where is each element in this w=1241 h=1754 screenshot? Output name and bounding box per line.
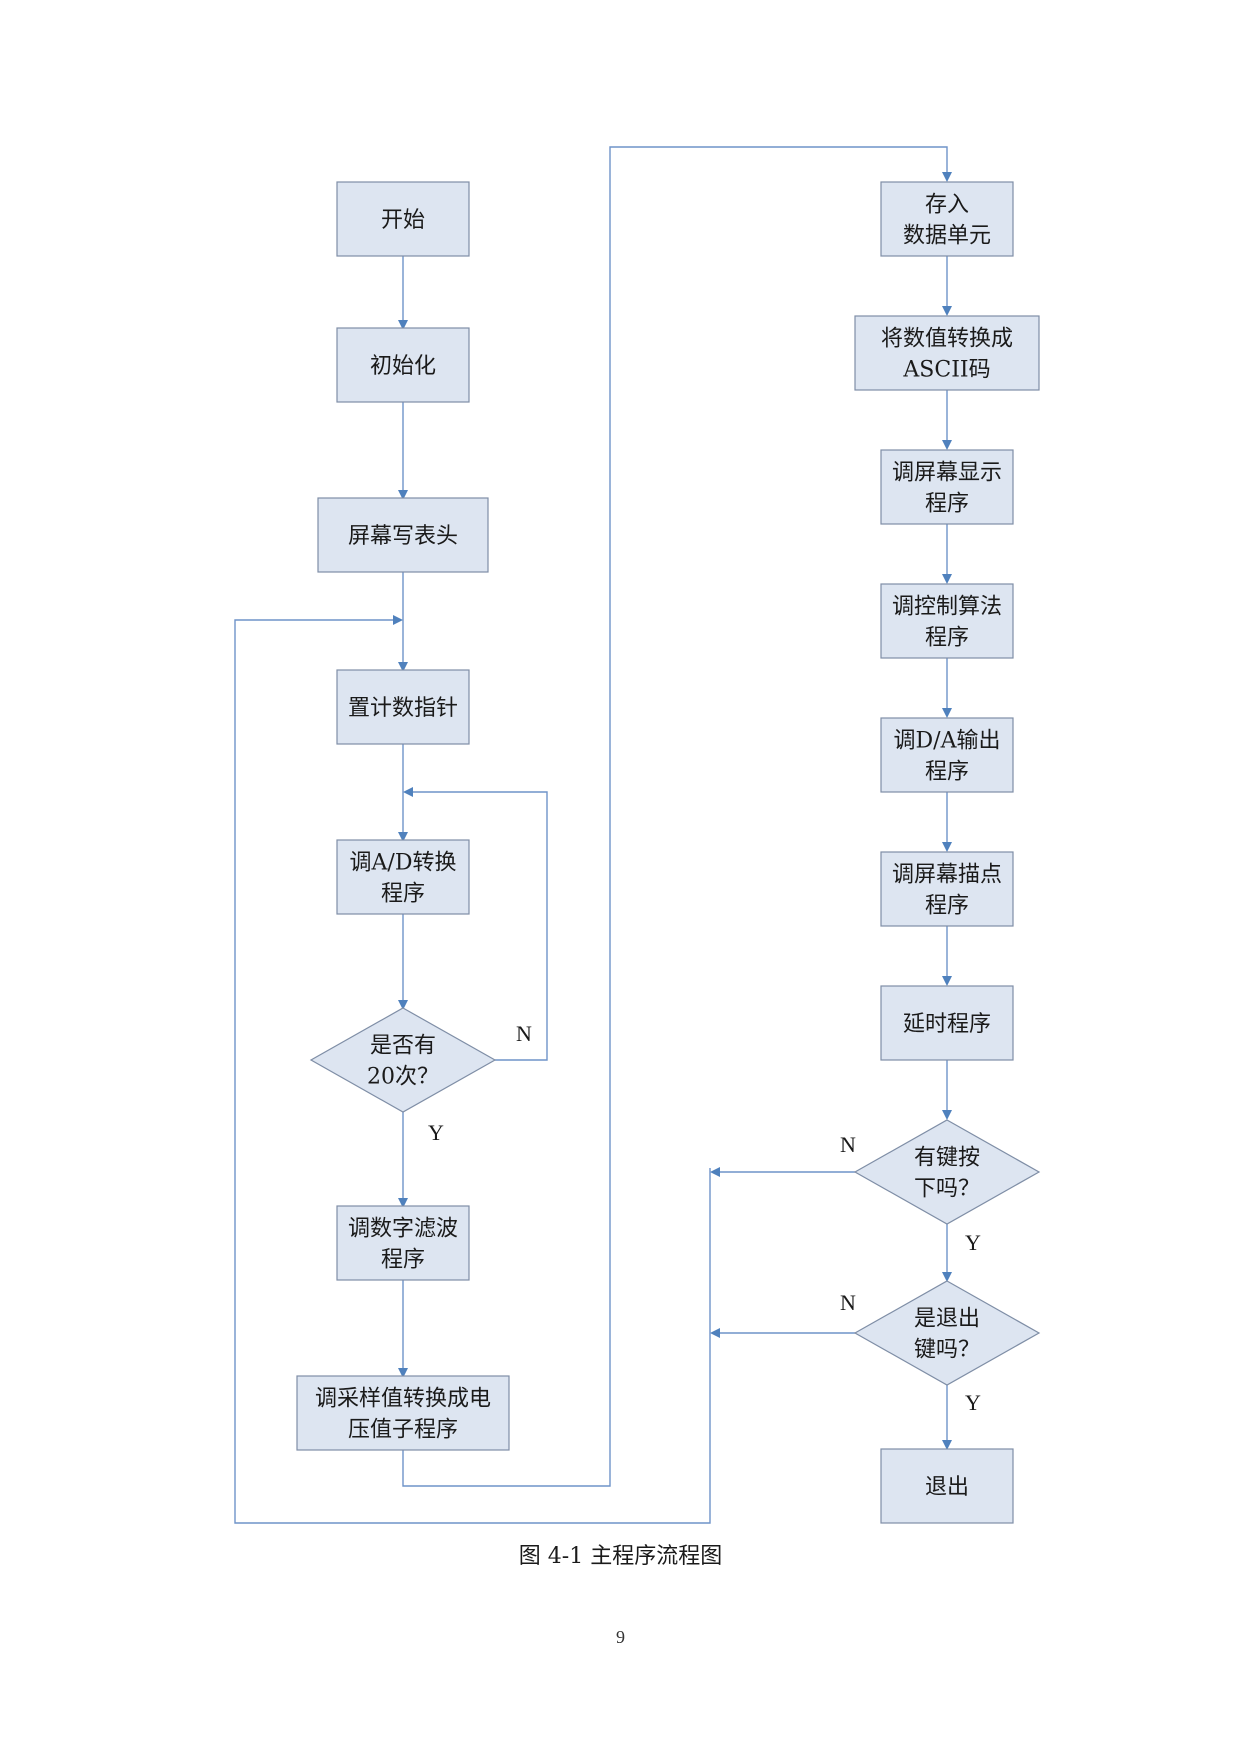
node-label-line: 程序 — [925, 626, 969, 651]
node-label-line: 程序 — [381, 882, 425, 907]
process-box — [880, 181, 1014, 257]
node-label-line: 是否有 — [370, 1034, 436, 1059]
node-label-line: 程序 — [381, 1248, 425, 1273]
node-label-line: 程序 — [925, 492, 969, 517]
node-init: 初始化 — [336, 327, 470, 403]
node-label-line: 调数字滤波 — [348, 1217, 458, 1242]
node-check20: 是否有 20次？ — [309, 1007, 497, 1113]
node-label-line: 键吗？ — [914, 1338, 980, 1363]
node-label-line: 将数值转换成 — [881, 327, 1013, 352]
node-label-line: 数据单元 — [903, 224, 991, 249]
node-label-line: 调屏幕描点 — [892, 863, 1002, 888]
process-box — [880, 1448, 1014, 1524]
node-exit: 退出 — [880, 1448, 1014, 1524]
process-box — [336, 327, 470, 403]
figure-caption: 图 4-1 主程序流程图 — [518, 1544, 723, 1569]
process-box — [336, 839, 470, 915]
process-box — [854, 315, 1040, 391]
edge-label-keypress-no: N — [840, 1132, 856, 1157]
node-label-line: 退出 — [925, 1475, 969, 1500]
node-ascii: 将数值转换成 ASCII码 — [854, 315, 1040, 391]
process-box — [880, 583, 1014, 659]
node-label-line: 有键按 — [914, 1146, 980, 1171]
node-header: 屏幕写表头 — [317, 497, 489, 573]
process-box — [880, 717, 1014, 793]
process-box — [296, 1375, 510, 1451]
node-label-line: 调屏幕显示 — [892, 461, 1002, 486]
edge-label-exitkey-no: N — [840, 1290, 856, 1315]
node-label-line: 置计数指针 — [348, 696, 458, 721]
process-box — [336, 1205, 470, 1281]
process-box — [317, 497, 489, 573]
decision-diamond — [853, 1119, 1041, 1225]
node-delay: 延时程序 — [880, 985, 1014, 1061]
process-box — [880, 985, 1014, 1061]
edge-label-check20-no: N — [516, 1021, 532, 1046]
edge-label-check20-yes: Y — [428, 1120, 444, 1145]
process-box — [880, 449, 1014, 525]
node-label-line: 压值子程序 — [348, 1418, 458, 1443]
process-box — [880, 851, 1014, 927]
edge-return-loop — [234, 615, 711, 1524]
decision-diamond — [309, 1007, 497, 1113]
node-label-line: 下吗？ — [914, 1177, 980, 1202]
node-label-line: 20次？ — [367, 1065, 439, 1090]
node-label-line: 开始 — [381, 208, 425, 233]
node-label-line: ASCII码 — [902, 358, 990, 383]
node-start: 开始 — [336, 181, 470, 257]
node-label-line: 程序 — [925, 760, 969, 785]
node-label-line: 调采样值转换成电 — [315, 1387, 491, 1412]
node-label-line: 调A/D转换 — [350, 851, 457, 876]
node-label-line: 存入 — [925, 193, 969, 218]
node-label-line: 是退出 — [914, 1307, 980, 1332]
process-box — [336, 181, 470, 257]
edge-check20-no-loop — [403, 787, 548, 1061]
node-label-line: 屏幕写表头 — [348, 524, 458, 549]
node-label-line: 调控制算法 — [892, 595, 1002, 620]
edge-label-exitkey-yes: Y — [965, 1390, 981, 1415]
process-box — [336, 669, 470, 745]
page-number: 9 — [616, 1627, 625, 1647]
node-label-line: 调D/A输出 — [894, 729, 1001, 754]
node-label-line: 初始化 — [370, 354, 436, 379]
node-label-line: 程序 — [925, 894, 969, 919]
edge-label-keypress-yes: Y — [965, 1230, 981, 1255]
node-label-line: 延时程序 — [903, 1012, 991, 1037]
edge-voltage-store — [402, 146, 952, 1487]
decision-diamond — [853, 1280, 1041, 1386]
node-pointer: 置计数指针 — [336, 669, 470, 745]
